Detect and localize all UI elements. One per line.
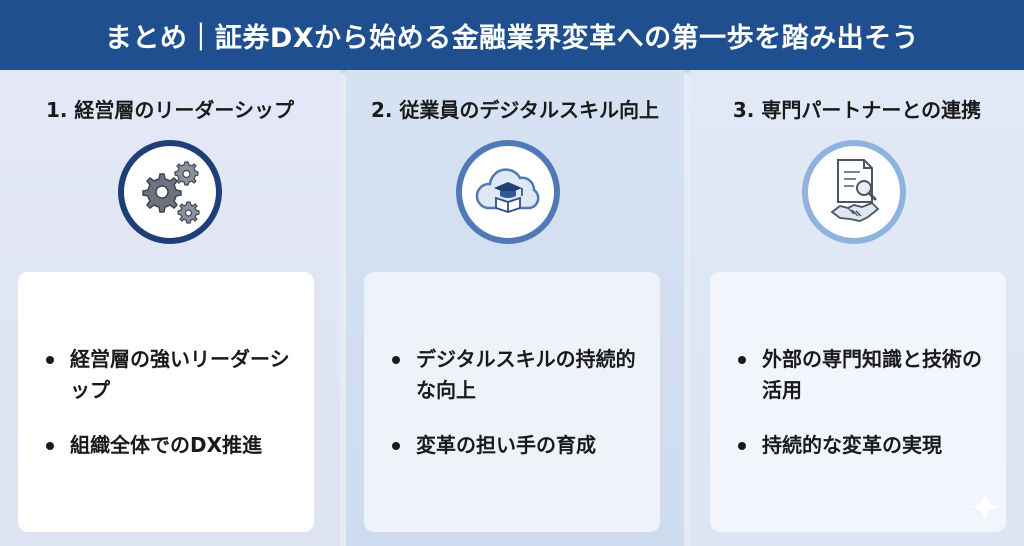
column-skills: 2. 従業員のデジタルスキル向上 デジタルスキルの持続的な向上 変革の担い手の育… xyxy=(346,70,684,546)
sparkle-icon xyxy=(969,491,1001,523)
bullet-list: 外部の専門知識と技術の活用 持続的な変革の実現 xyxy=(736,344,992,485)
bullet-card: 外部の専門知識と技術の活用 持続的な変革の実現 xyxy=(710,272,1006,532)
bullet-card: デジタルスキルの持続的な向上 変革の担い手の育成 xyxy=(364,272,660,532)
page-title: まとめ｜証券DXから始める金融業界変革への第一歩を踏み出そう xyxy=(104,22,920,54)
bullet-dot xyxy=(46,356,54,364)
bullet-dot xyxy=(392,356,400,364)
column-partners: 3. 専門パートナーとの連携 外部の専門知識と技術の活用 持続的な変革の実現 xyxy=(690,70,1024,546)
document-handshake-icon xyxy=(802,140,906,244)
list-item: 外部の専門知識と技術の活用 xyxy=(736,344,992,406)
list-item: 持続的な変革の実現 xyxy=(736,430,992,461)
bullet-list: 経営層の強いリーダーシップ 組織全体でのDX推進 xyxy=(44,344,300,485)
list-item: 経営層の強いリーダーシップ xyxy=(44,344,300,406)
gears-icon xyxy=(118,140,222,244)
page-header: まとめ｜証券DXから始める金融業界変革への第一歩を踏み出そう xyxy=(0,0,1024,70)
list-item: 組織全体でのDX推進 xyxy=(44,430,300,461)
bullet-card: 経営層の強いリーダーシップ 組織全体でのDX推進 xyxy=(18,272,314,532)
bullet-dot xyxy=(738,442,746,450)
list-item: 変革の担い手の育成 xyxy=(390,430,646,461)
column-title: 2. 従業員のデジタルスキル向上 xyxy=(370,98,660,122)
cloud-education-icon xyxy=(456,140,560,244)
bullet-dot xyxy=(46,442,54,450)
column-title: 3. 専門パートナーとの連携 xyxy=(732,98,982,122)
column-title: 1. 経営層のリーダーシップ xyxy=(45,98,295,122)
column-leadership: 1. 経営層のリーダーシップ 経営層の強いリーダーシップ 組織全体でのDX推進 xyxy=(0,70,340,546)
list-item: デジタルスキルの持続的な向上 xyxy=(390,344,646,406)
bullet-list: デジタルスキルの持続的な向上 変革の担い手の育成 xyxy=(390,344,646,485)
bullet-dot xyxy=(738,356,746,364)
bullet-dot xyxy=(392,442,400,450)
